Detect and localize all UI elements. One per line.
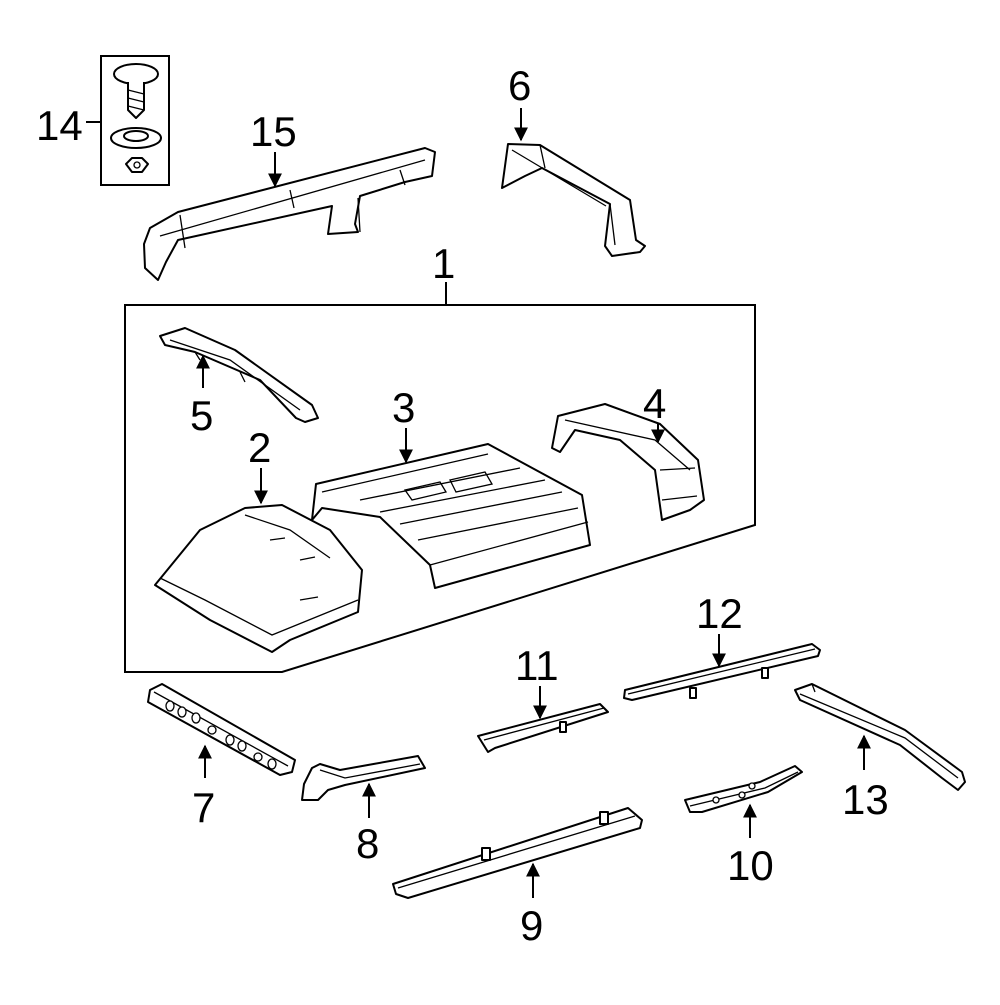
part-2-cover — [154, 504, 363, 653]
part-12-rail — [623, 643, 821, 701]
part-10-bracket — [684, 765, 803, 813]
part-6-bracket — [501, 143, 646, 257]
callout-2: 2 — [248, 424, 271, 471]
part-11-bracket — [477, 703, 609, 753]
callout-9: 9 — [520, 902, 543, 949]
callout-13: 13 — [842, 776, 889, 823]
callout-7: 7 — [192, 784, 215, 831]
part-5-bow — [159, 327, 319, 423]
callout-4: 4 — [643, 380, 666, 427]
callout-8: 8 — [356, 820, 379, 867]
callout-15: 15 — [250, 108, 297, 155]
part-4-wheelhouse — [551, 403, 705, 521]
callout-10: 10 — [727, 842, 774, 889]
part-7-member — [147, 683, 296, 776]
callout-14: 14 — [36, 102, 83, 149]
part-8-bracket — [301, 755, 426, 801]
part-3-floor-panel — [311, 443, 591, 589]
callout-1: 1 — [432, 240, 455, 287]
callout-5: 5 — [190, 392, 213, 439]
part-9-rail — [392, 807, 643, 899]
part-13-sill — [794, 683, 966, 791]
callout-12: 12 — [696, 590, 743, 637]
callout-11: 11 — [515, 642, 559, 689]
assembly-frame — [124, 304, 756, 673]
callout-6: 6 — [508, 62, 531, 109]
part-14-clip-set — [100, 55, 170, 186]
part-15-rail — [143, 147, 436, 281]
callout-3: 3 — [392, 384, 415, 431]
